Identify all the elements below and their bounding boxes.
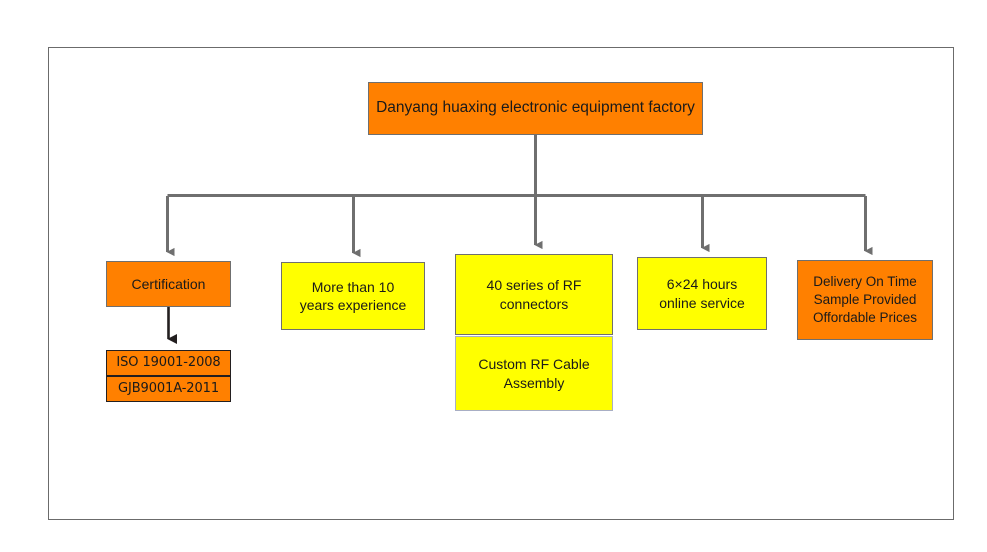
node-iso-19001[interactable]: ISO 19001-2008 (106, 350, 231, 376)
node-experience[interactable]: More than 10 years experience (281, 262, 425, 330)
node-iso-19001-label: ISO 19001-2008 (116, 355, 221, 371)
node-online-service[interactable]: 6×24 hours online service (637, 257, 767, 330)
node-delivery[interactable]: Delivery On Time Sample Provided Offorda… (797, 260, 933, 340)
node-root-label: Danyang huaxing electronic equipment fac… (376, 99, 695, 117)
node-delivery-label: Delivery On Time Sample Provided Offorda… (812, 274, 918, 325)
node-rf-cable-assembly-label: Custom RF Cable Assembly (478, 356, 590, 391)
node-online-service-label: 6×24 hours online service (659, 276, 745, 311)
node-certification[interactable]: Certification (106, 261, 231, 307)
node-root[interactable]: Danyang huaxing electronic equipment fac… (368, 82, 703, 135)
node-experience-label: More than 10 years experience (299, 278, 407, 313)
node-certification-label: Certification (131, 275, 206, 292)
node-rf-connectors[interactable]: 40 series of RF connectors (455, 254, 613, 335)
node-gjb9001a-label: GJB9001A-2011 (118, 381, 219, 397)
node-rf-cable-assembly[interactable]: Custom RF Cable Assembly (455, 336, 613, 411)
node-gjb9001a[interactable]: GJB9001A-2011 (106, 376, 231, 402)
node-rf-connectors-label: 40 series of RF connectors (486, 277, 582, 312)
